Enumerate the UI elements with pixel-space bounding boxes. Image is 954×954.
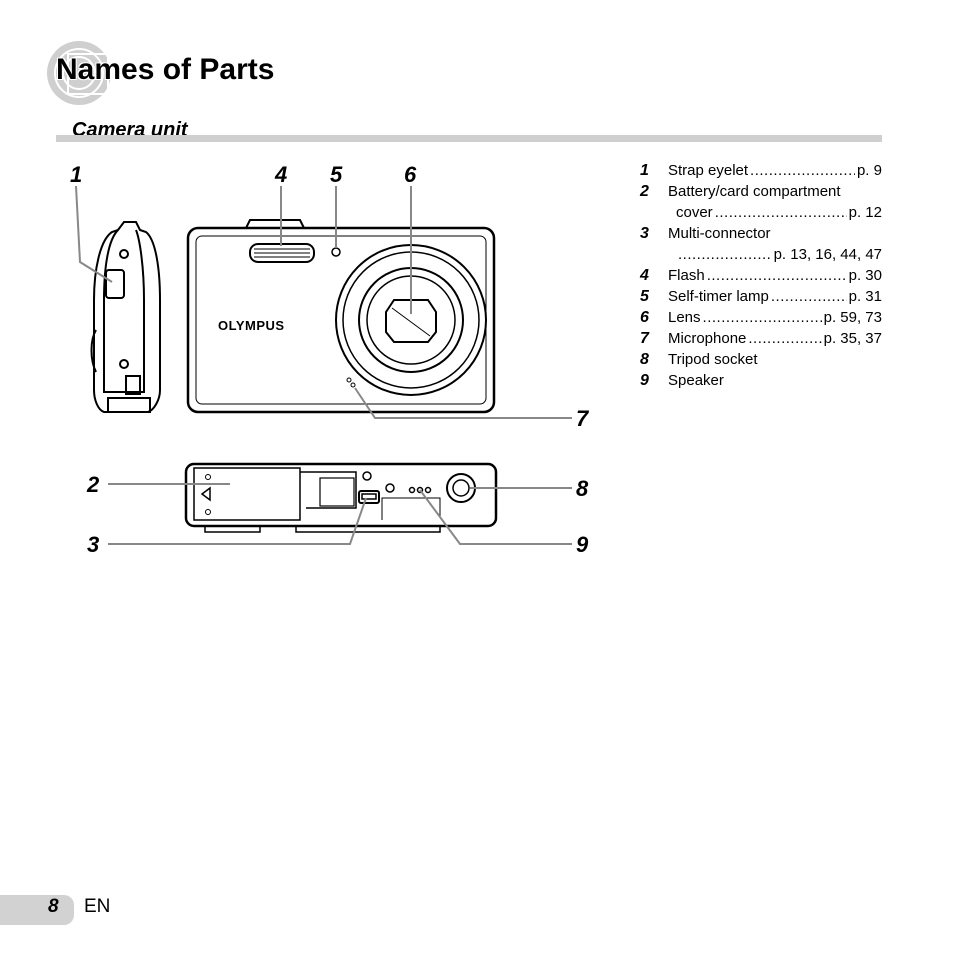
item-label: Self-timer lamp bbox=[668, 288, 769, 305]
item-number: 4 bbox=[640, 267, 649, 284]
list-item: 4 Flash p. 30 bbox=[640, 265, 882, 286]
leader-dots bbox=[715, 202, 847, 223]
list-item: 5 Self-timer lamp p. 31 bbox=[640, 286, 882, 307]
callout-8: 8 bbox=[576, 476, 589, 501]
camera-bottom-view bbox=[184, 462, 498, 533]
list-item: p. 13, 16, 44, 47 bbox=[640, 244, 882, 265]
item-page: p. 31 bbox=[848, 288, 882, 305]
camera-brand-logo: OLYMPUS bbox=[218, 318, 285, 333]
list-item: 8 Tripod socket bbox=[640, 349, 882, 370]
item-page: p. 30 bbox=[848, 267, 882, 284]
item-label: Flash bbox=[668, 267, 705, 284]
item-label: Battery/card compartment bbox=[668, 183, 841, 200]
item-number: 5 bbox=[640, 288, 649, 305]
item-page: p. 12 bbox=[848, 204, 882, 221]
page-title: Names of Parts bbox=[56, 53, 275, 86]
item-page: p. 35, 37 bbox=[823, 330, 882, 347]
item-number: 8 bbox=[640, 351, 649, 368]
page-number-tab bbox=[0, 895, 74, 925]
item-label: Microphone bbox=[668, 330, 747, 347]
leader-lines bbox=[75, 185, 572, 545]
list-item: 7 Microphone p. 35, 37 bbox=[640, 328, 882, 349]
section-icon bbox=[47, 41, 111, 105]
item-number: 2 bbox=[640, 183, 649, 200]
item-number: 9 bbox=[640, 372, 649, 389]
leader-dots bbox=[771, 286, 847, 307]
leader-dots bbox=[750, 160, 855, 181]
item-label: Multi-connector bbox=[668, 225, 771, 242]
section-rule bbox=[56, 135, 882, 142]
item-label: Speaker bbox=[668, 372, 724, 389]
item-label: Lens bbox=[668, 309, 701, 326]
item-number: 6 bbox=[640, 309, 649, 326]
camera-side-view bbox=[90, 221, 161, 413]
callout-3: 3 bbox=[87, 532, 99, 557]
item-label: Tripod socket bbox=[668, 351, 758, 368]
parts-list: 1 Strap eyelet p. 9 2 Battery/card compa… bbox=[640, 160, 882, 391]
item-page: p. 9 bbox=[856, 162, 882, 179]
callout-1: 1 bbox=[70, 162, 82, 187]
item-number: 1 bbox=[640, 162, 649, 179]
list-item: 2 Battery/card compartment bbox=[640, 181, 882, 202]
leader-dots bbox=[707, 265, 847, 286]
callout-5: 5 bbox=[330, 162, 343, 187]
list-item: 6 Lens p. 59, 73 bbox=[640, 307, 882, 328]
page-number: 8 bbox=[48, 896, 59, 917]
callout-4: 4 bbox=[274, 162, 287, 187]
item-label: Strap eyelet bbox=[668, 162, 749, 179]
list-item: 3 Multi-connector bbox=[640, 223, 882, 244]
language-code: EN bbox=[84, 896, 111, 917]
item-number: 7 bbox=[640, 330, 649, 347]
callout-9: 9 bbox=[576, 532, 589, 557]
leader-dots bbox=[703, 307, 822, 328]
camera-front-view bbox=[186, 219, 496, 414]
callout-7: 7 bbox=[576, 406, 590, 431]
item-label: cover bbox=[676, 204, 713, 221]
leader-dots bbox=[748, 328, 821, 349]
item-page: p. 13, 16, 44, 47 bbox=[773, 246, 882, 263]
item-page: p. 59, 73 bbox=[823, 309, 882, 326]
item-number: 3 bbox=[640, 225, 649, 242]
list-item: cover p. 12 bbox=[640, 202, 882, 223]
callout-2: 2 bbox=[86, 472, 100, 497]
callout-6: 6 bbox=[404, 162, 417, 187]
list-item: 9 Speaker bbox=[640, 370, 882, 391]
list-item: 1 Strap eyelet p. 9 bbox=[640, 160, 882, 181]
leader-dots bbox=[678, 244, 772, 265]
